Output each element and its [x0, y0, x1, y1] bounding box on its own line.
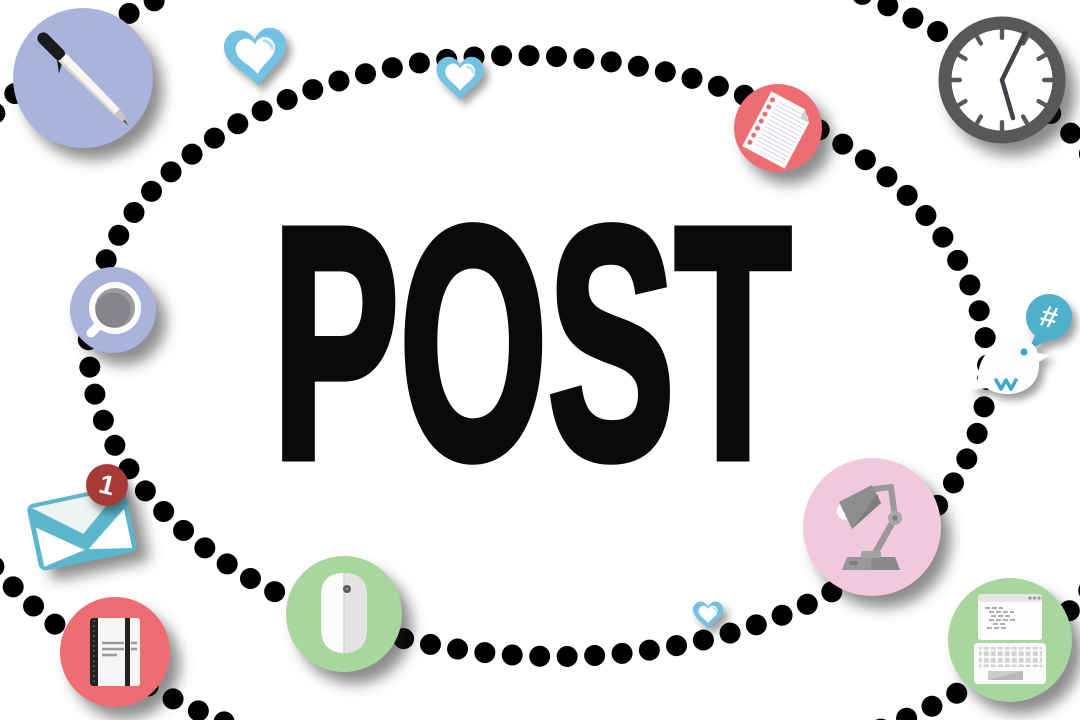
heart-large-icon — [220, 24, 292, 95]
bird-eye — [1020, 348, 1028, 356]
coffee-graphic — [70, 267, 156, 353]
clock-hands — [999, 30, 1028, 121]
notebook-graphic — [60, 597, 170, 707]
clock-graphic — [938, 16, 1066, 144]
bird-icon — [966, 326, 1058, 403]
coffee-icon — [70, 267, 156, 358]
hashtag-bubble-icon: # — [1022, 292, 1078, 361]
heart-small-bottom-graphic — [692, 600, 724, 631]
desk-lamp-shape — [837, 484, 902, 570]
notepad-icon — [734, 84, 822, 177]
clock-icon — [932, 10, 1072, 155]
mouse-shape — [321, 573, 367, 653]
notebook-icon — [60, 597, 170, 712]
heart-large-graphic — [220, 24, 292, 91]
heart-small-bottom-icon — [692, 600, 724, 636]
lamp-icon — [803, 458, 941, 601]
heart-small-top-graphic — [435, 55, 485, 102]
lamp-graphic — [803, 458, 941, 596]
mouse-icon — [286, 556, 402, 677]
pen-icon-graphic — [13, 8, 153, 148]
hashtag-bubble-graphic: # — [1026, 294, 1072, 350]
notebook-shape — [90, 618, 140, 686]
pen-icon — [13, 8, 153, 153]
laptop-shape — [974, 594, 1046, 684]
bird-wing-mark — [994, 378, 1018, 391]
ballpoint-pen-shape — [37, 32, 129, 126]
bird-graphic — [968, 338, 1050, 394]
heart-small-top-icon — [435, 55, 485, 108]
laptop-icon — [948, 578, 1072, 707]
laptop-graphic — [948, 578, 1072, 702]
notification-count: 1 — [96, 468, 119, 501]
notepad-page — [742, 91, 810, 169]
post-title: POST — [269, 158, 794, 527]
notepad-graphic — [734, 84, 822, 172]
clock-ticks — [949, 27, 1055, 133]
mail-icon: 1 — [24, 458, 174, 588]
mouse-graphic — [286, 556, 402, 672]
